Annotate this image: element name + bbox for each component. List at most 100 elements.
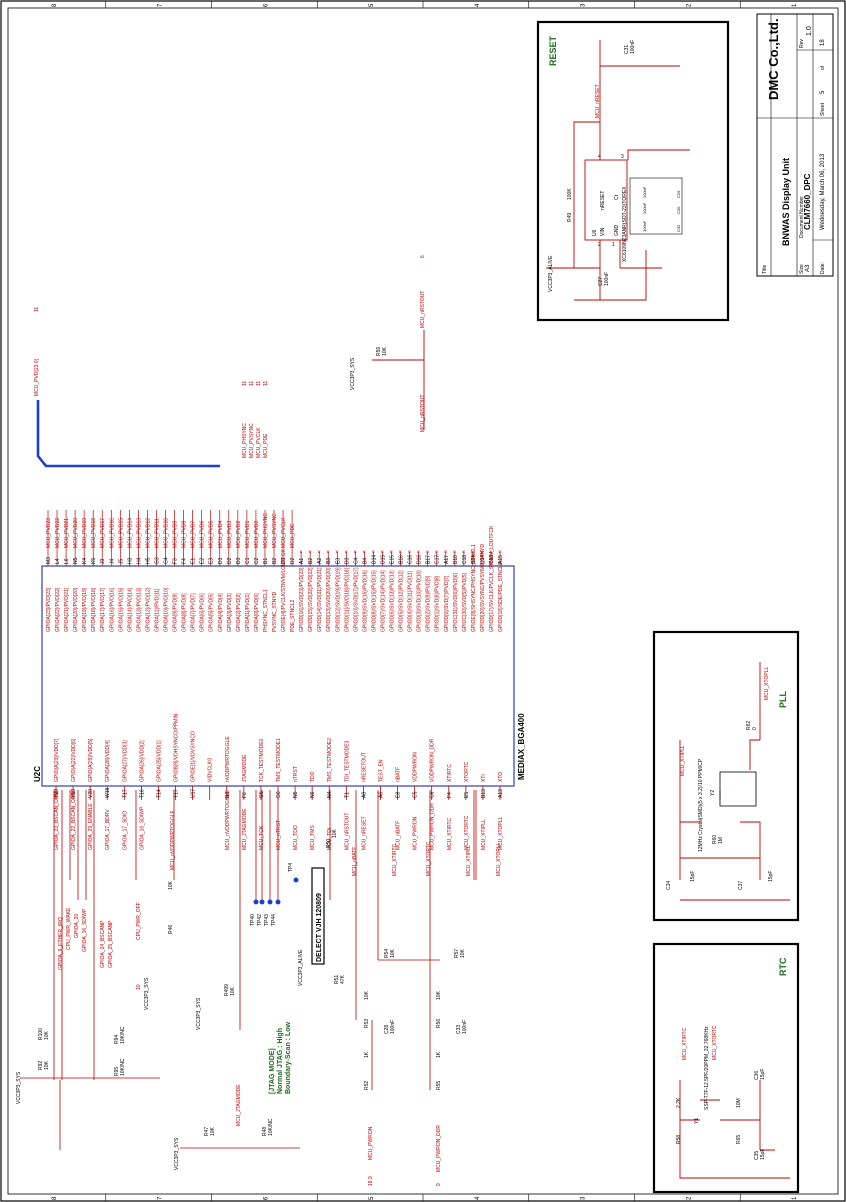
sheet-value: 5 (820, 90, 826, 94)
right-pin-number: C2 (254, 557, 260, 564)
y2-body (719, 771, 757, 807)
no-connect-mark: × (399, 550, 403, 556)
right-pin-number: N5 (73, 557, 79, 564)
no-connect-mark: × (390, 550, 394, 556)
c29-ref: C29 (676, 190, 681, 198)
right-pin-number: F3 (173, 558, 179, 564)
zone-label-bottom: 8 (52, 1196, 58, 1200)
left-pin-net: MCU_TDO (293, 825, 299, 850)
pwronddr-sheet: 9 (436, 1183, 442, 1186)
sync-sheet-1: 11 (242, 381, 248, 386)
right-pin-net: MCU_PVD10 (164, 518, 170, 548)
no-connect-mark: × (308, 550, 312, 556)
right-pin-number: C4 (353, 557, 359, 564)
reset-section: RESET U6 VIN nRESET GND Ct XC6109N23ANR(… (536, 20, 730, 322)
r92-val: 10K (44, 1060, 50, 1070)
right-pin-number: A17 (444, 555, 450, 564)
r53-ref: R53 (364, 1019, 370, 1028)
no-connect-mark: × (335, 550, 339, 556)
zone-label-top: 4 (475, 3, 481, 7)
left-pin-number: T1 (344, 792, 350, 798)
pll-label: PLL (778, 690, 788, 708)
right-pin-number: D1 (218, 557, 224, 564)
no-connect-mark: × (426, 550, 430, 556)
left-pin-name: VDDPWRON_DDR (430, 738, 436, 782)
docnum-label: Document Number (799, 196, 805, 238)
right-pin-net: MCU_PVD14 (127, 518, 133, 548)
right-pin-name: GPIOD[4]/SVD[11]/PVD[11] (408, 570, 414, 632)
u6-pin-ct: Ct (614, 194, 620, 200)
sync-nets: MCU_PHSYNC MCU_PVSYNC MCU_PVCLK MCU_PDE … (242, 381, 269, 458)
zone-label-top: 8 (52, 3, 58, 7)
right-pin-number: B18 (453, 555, 459, 564)
vcc-sys-left: VCC3P3_SYS (16, 1071, 22, 1104)
right-pin-number: D15 (380, 555, 386, 564)
net-gpioa9: GPIOA_9_ETHER_IRQ (58, 917, 64, 970)
right-pin-net: MCU_PVCLK (281, 517, 287, 548)
right-pin-net: MCU_PVD8 (182, 521, 188, 548)
zone-label-bottom: 1 (792, 1196, 798, 1200)
net-pwron: MCU_PWRON (368, 1126, 374, 1160)
right-pin-number: A2 (317, 558, 323, 564)
left-pin-name: XTIRTC (447, 764, 453, 782)
right-pin-number: E3 (335, 558, 341, 564)
right-pin-number: G4 (164, 557, 170, 564)
rstout-net-label-2: MCU_nRSTOUT (420, 395, 426, 432)
left-pin-number: W18 (105, 788, 111, 799)
right-pin-number: B2 (308, 558, 314, 564)
r59-val: 10K (382, 346, 388, 356)
right-pin-number: A15 (498, 555, 504, 564)
right-pin-number: B16 (399, 555, 405, 564)
c33-ref: C33 (456, 1025, 462, 1034)
jtag-note-title: [JTAG MODE] (269, 1048, 276, 1094)
no-connect-mark: × (371, 550, 375, 556)
right-pin-net: MCU_PVD21 (64, 518, 70, 548)
right-pin-list: GPIOA[23]/PVD[23]M3MCU_PVD23GPIOA[22]/PV… (46, 510, 504, 632)
left-pin-number: F6 (242, 792, 248, 798)
u6-pin3: 3 (621, 154, 624, 160)
r52-ref: R52 (364, 1081, 370, 1090)
tp4-label: TP4 (288, 863, 294, 872)
c29-val: 100nF (642, 186, 647, 198)
c35-val: 15pF (760, 1149, 766, 1160)
title-block: DMC Co.,Ltd. Title BNWAS Display Unit Si… (756, 13, 834, 277)
zone-label-bottom: 4 (475, 1196, 481, 1200)
left-pin-name: nBATF (396, 767, 402, 782)
no-connect-mark: × (444, 550, 448, 556)
no-connect-mark: × (317, 550, 321, 556)
left-pin-net: MCU_PWRON_DDR (430, 803, 436, 850)
right-pin-number: J3 (100, 559, 106, 565)
right-pin-net: MCU_PVD22 (55, 518, 61, 548)
right-pin-name: GPIOA[1]/PVD[1] (245, 593, 251, 632)
u2c-chip: U2C MEDIAX_BGA400 GPIO(A[23]/VDD[7]Y20GP… (33, 510, 526, 850)
company-logo: DMC Co.,Ltd. (766, 18, 781, 100)
u6-pin1: 1 (612, 242, 615, 248)
tp40-label: TP40 (250, 914, 256, 926)
c27-ref: C27 (598, 277, 604, 286)
right-pin-number: B4 (362, 558, 368, 564)
right-pin-number: C17 (435, 555, 441, 564)
left-pin-number: A8 (361, 792, 367, 798)
delect-note: DELECT VJH 120809 (316, 893, 323, 962)
left-pin-list: GPIO(A[23]/VDD[7]Y20GPIOA_23_BSCAN_CONFG… (54, 713, 504, 850)
right-pin-name: GPIOC[31]/SVD[6]/PVD[6] (453, 572, 459, 632)
sheet-label: Sheet (820, 102, 826, 116)
no-connect-mark: × (362, 550, 366, 556)
right-pin-number: A1 (299, 558, 305, 564)
right-pin-number: G3 (154, 557, 160, 564)
left-pin-number: N5 (293, 791, 299, 798)
r50-ref: R50 (326, 839, 332, 848)
left-pin-name: GPIOA[27]/VDD[3] (122, 740, 128, 782)
right-pin-net: MCU_PDE (290, 523, 296, 548)
no-connect-mark: × (435, 550, 439, 556)
r51-val: 47K (340, 974, 346, 984)
c32-val: 100nF (642, 220, 647, 232)
rstout-sheet: 6 (420, 255, 426, 258)
right-pin-net: MCU_PVD0 (254, 521, 260, 548)
r499-ref: R499 (224, 984, 230, 996)
vcc-sys-r499: VCC3P3_SYS (196, 997, 202, 1030)
left-circuit: TP4 TP40 TP42 TP43 TP44 DELECT VJH 12080… (16, 790, 502, 1186)
right-pin-net: MCU_PVD6 (200, 521, 206, 548)
tp44-label: TP44 (271, 914, 277, 926)
left-pin-net: GPIOA_17_BDRV (105, 809, 111, 850)
